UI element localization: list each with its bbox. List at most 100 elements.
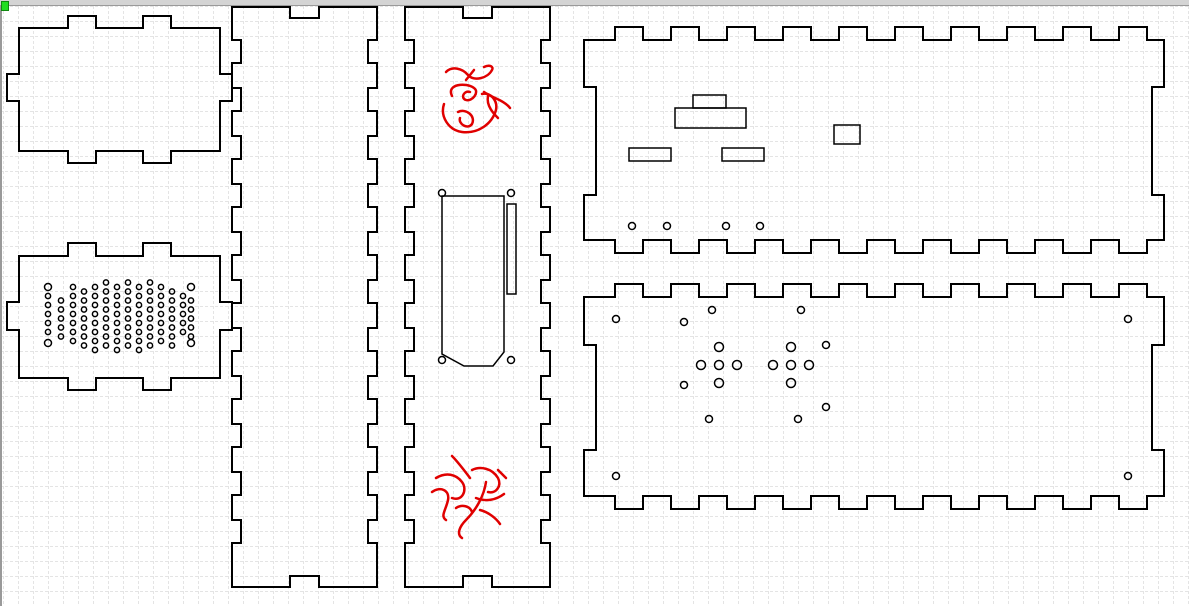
speaker-hole [157,337,165,345]
speaker-hole [124,324,132,331]
speaker-hole [146,279,154,286]
corner-hole [43,282,53,292]
speaker-hole [69,283,77,291]
slot-cutout [441,195,505,367]
speaker-hole [124,279,132,286]
speaker-hole [102,315,110,322]
speaker-hole [69,292,77,300]
speaker-hole [157,283,165,291]
panel-outline [6,242,233,391]
speaker-hole [80,297,88,304]
speaker-hole [157,310,165,318]
speaker-hole [102,288,110,295]
speaker-hole [124,315,132,322]
speaker-hole [80,315,88,322]
speaker-hole [91,346,99,354]
speaker-hole [113,283,121,291]
speaker-hole [124,342,132,349]
speaker-hole [179,310,187,318]
origin-marker-icon[interactable] [1,1,9,11]
speaker-hole [135,328,143,336]
speaker-hole [124,297,132,304]
speaker-hole [57,333,65,340]
corner-hole [186,338,196,348]
speaker-hole [168,342,176,349]
cutout [721,147,765,162]
speaker-hole [124,333,132,340]
grid-background [0,6,1189,606]
speaker-hole-grid [43,279,196,354]
mounting-holes [611,305,1133,481]
speaker-hole [187,324,195,331]
engraved-side-panel[interactable] [404,6,551,588]
speaker-hole [102,333,110,340]
speaker-hole [102,306,110,313]
speaker-hole [146,333,154,340]
speaker-hole [113,319,121,327]
screw-hole [755,221,765,231]
speaker-hole [168,315,176,322]
plain-side-panel[interactable] [231,6,378,588]
top-right-panel[interactable] [583,26,1165,254]
speaker-hole [80,342,88,349]
speaker-hole [168,288,176,295]
speaker-hole [135,337,143,345]
panel-outline [583,26,1165,254]
screw-hole [506,355,516,365]
speaker-hole [157,292,165,300]
speaker-hole [69,328,77,336]
bottom-right-panel[interactable] [583,283,1165,510]
screw-hole [437,355,447,365]
speaker-hole [157,319,165,327]
speaker-hole [146,306,154,313]
left-ruler-bar [0,6,2,606]
speaker-hole [146,288,154,295]
speaker-hole [80,333,88,340]
corner-hole [43,338,53,348]
screw-hole [627,221,637,231]
speaker-hole [157,301,165,309]
speaker-hole [57,315,65,322]
speaker-hole [91,328,99,336]
speaker-hole [69,301,77,309]
panel-outline [6,15,233,164]
speaker-hole [168,306,176,313]
speaker-hole [168,333,176,340]
top-left-end-panel[interactable] [6,15,233,164]
speaker-hole [124,288,132,295]
speaker-hole [44,319,52,327]
speaker-hole [91,337,99,345]
screw-hole [721,221,731,231]
speaker-hole [91,283,99,291]
speaker-hole [80,324,88,331]
panel-outline [583,283,1165,510]
speaker-hole [135,319,143,327]
speaker-hole [102,342,110,349]
button-holes [695,341,815,389]
speaker-hole [168,297,176,304]
speaker-hole [135,301,143,309]
speaker-hole [57,306,65,313]
speaker-hole [102,279,110,286]
speaker-hole [80,306,88,313]
speaker-hole [91,310,99,318]
speaker-hole [91,292,99,300]
speaker-hole [102,324,110,331]
speaker-hole [179,301,187,309]
speaker-hole [179,292,187,300]
speaker-hole [135,283,143,291]
speaker-hole [91,301,99,309]
speaker-hole [179,328,187,336]
speaker-hole [44,328,52,336]
speaker-hole [135,292,143,300]
cutout [833,124,861,145]
speaker-hole [124,306,132,313]
cutout [674,107,747,129]
speaker-end-panel[interactable] [6,242,233,391]
speaker-hole [113,346,121,354]
speaker-hole [91,319,99,327]
screw-hole [506,188,516,198]
speaker-hole [69,337,77,345]
